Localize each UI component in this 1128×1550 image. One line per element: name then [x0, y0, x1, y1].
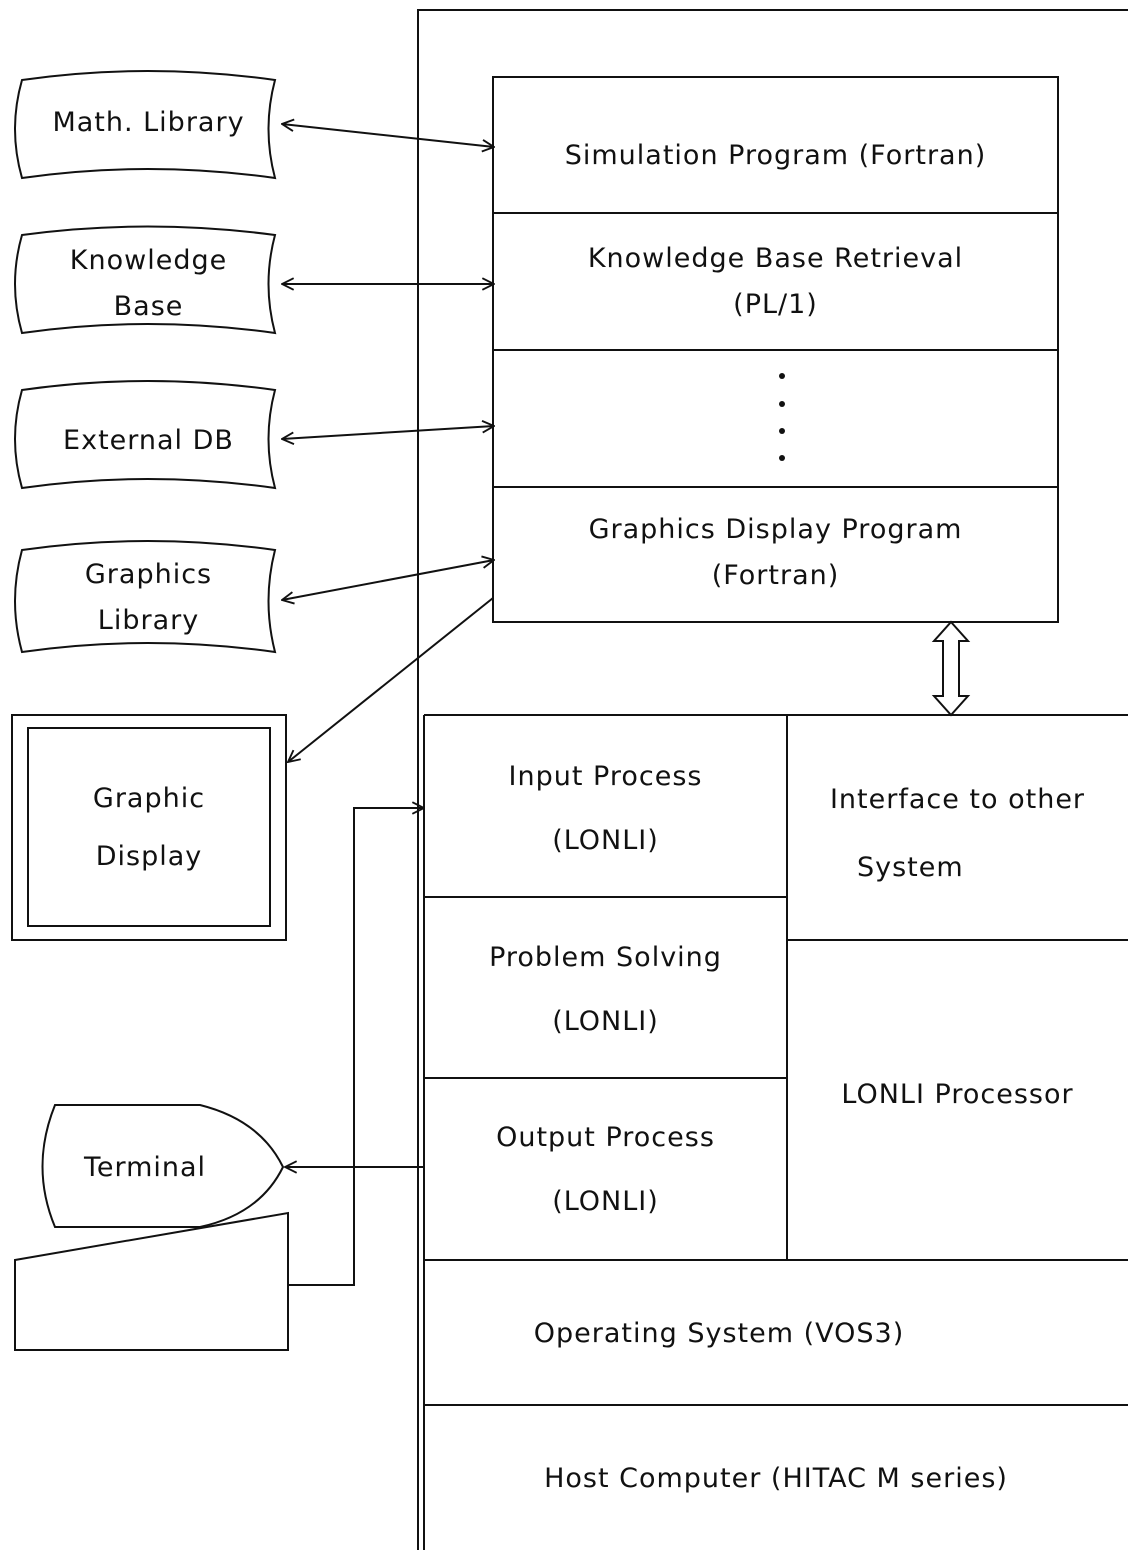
knowledge-base-label: Knowledge Base	[69, 245, 228, 322]
operating-system-label: Operating System (VOS3)	[533, 1318, 905, 1349]
ellipsis-dots	[779, 373, 785, 461]
simulation-program-label: Simulation Program (Fortran)	[564, 140, 987, 171]
double-arrow	[931, 620, 971, 717]
math-library-shape	[14, 70, 277, 180]
extdb-arrow	[282, 426, 494, 439]
math-library-label: Math. Library	[52, 107, 245, 138]
input-process-label: Input Process (LONLI)	[508, 761, 703, 856]
terminal-label: Terminal	[83, 1152, 207, 1183]
external-db-shape	[14, 380, 277, 490]
graphics-library-shape	[14, 540, 277, 654]
graphic-display-outer	[11, 714, 287, 941]
graphic-display-inner	[27, 727, 271, 927]
lonli-processor-label: LONLI Processor	[841, 1079, 1074, 1110]
graphics-library-label: Graphics Library	[84, 559, 213, 636]
host-frame	[417, 9, 1128, 1550]
graphics-arrow	[282, 560, 494, 600]
math-arrow	[282, 124, 494, 147]
knowledge-retrieval-label: Knowledge Base Retrieval (PL/1)	[587, 243, 964, 320]
external-db-label: External DB	[63, 425, 234, 456]
interface-label: Interface to other System	[829, 784, 1086, 883]
keyboard-input-line	[288, 808, 424, 1286]
terminal-shape	[41, 1104, 285, 1228]
display-arrow	[288, 597, 494, 762]
graphic-display-label: Graphic Display	[92, 783, 206, 872]
graphics-display-program-label: Graphics Display Program (Fortran)	[588, 514, 963, 591]
output-process-label: Output Process (LONLI)	[496, 1122, 715, 1217]
knowledge-base-shape	[14, 225, 277, 335]
problem-solving-label: Problem Solving (LONLI)	[489, 942, 722, 1037]
keyboard-shape	[14, 1211, 289, 1351]
host-computer-label: Host Computer (HITAC M series)	[544, 1463, 1008, 1494]
